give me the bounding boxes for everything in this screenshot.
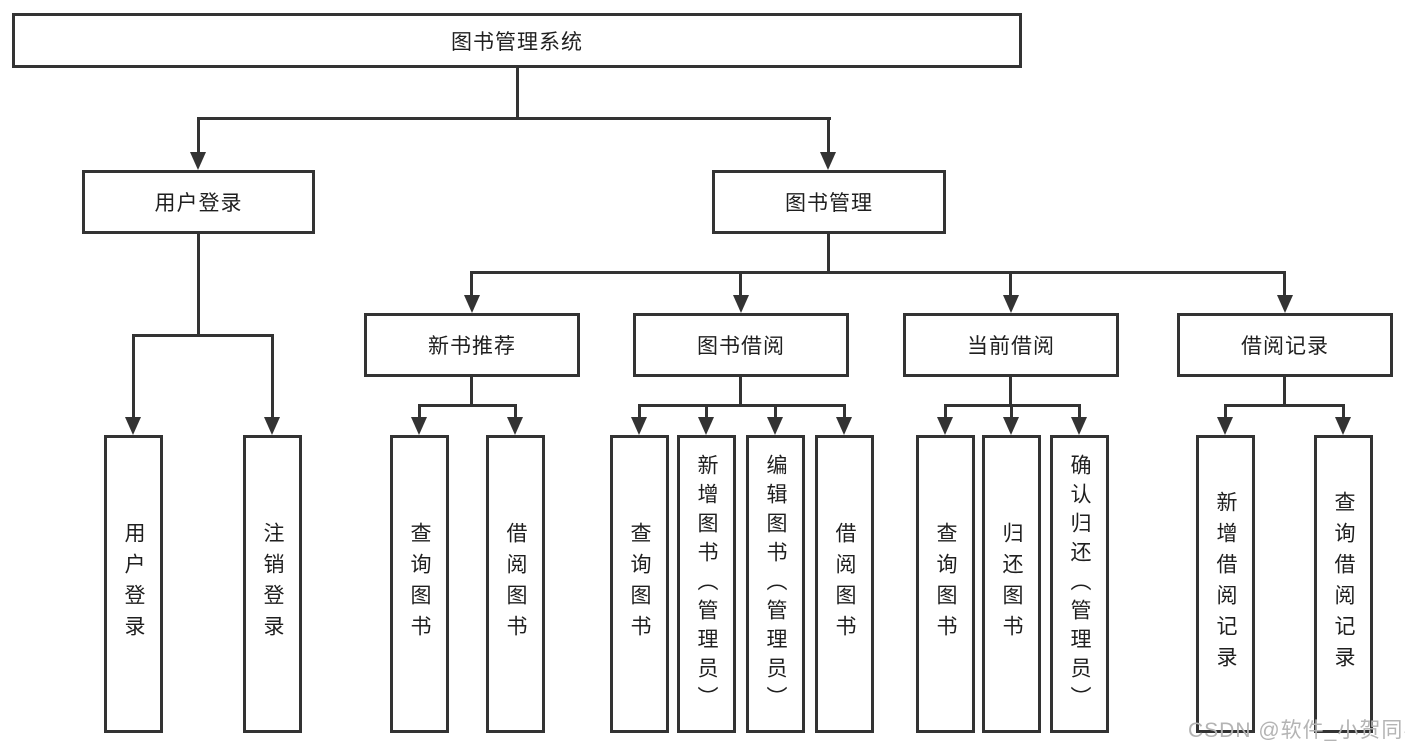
leaf-query-books-recommend: 查询图书: [390, 435, 449, 733]
leaf-confirm-return-admin-label: 确认归还（管理员）: [1068, 453, 1091, 715]
connector-line: [774, 404, 777, 420]
node-user-login: 用户登录: [82, 170, 315, 234]
leaf-add-book-admin: 新增图书（管理员）: [677, 435, 736, 733]
node-book-management: 图书管理: [712, 170, 946, 234]
node-root-label: 图书管理系统: [451, 30, 583, 54]
connector-line: [1224, 404, 1345, 407]
leaf-add-book-admin-label: 新增图书（管理员）: [695, 453, 718, 715]
connector-line: [418, 404, 421, 420]
node-book-management-label: 图书管理: [785, 192, 873, 215]
connector-line: [470, 377, 473, 407]
arrowhead-down-icon: [190, 152, 206, 170]
arrowhead-down-icon: [125, 417, 141, 435]
leaf-user-login: 用户登录: [104, 435, 163, 733]
arrowhead-down-icon: [1003, 417, 1019, 435]
node-borrowing-records-label: 借阅记录: [1241, 335, 1329, 358]
node-user-login-label: 用户登录: [154, 192, 243, 215]
connector-line: [418, 404, 517, 407]
leaf-add-borrow-record: 新增借阅记录: [1196, 435, 1255, 733]
connector-line: [827, 234, 830, 274]
leaf-query-books-current: 查询图书: [916, 435, 975, 733]
node-new-book-recommend: 新书推荐: [364, 313, 580, 377]
arrowhead-down-icon: [937, 417, 953, 435]
arrowhead-down-icon: [1217, 417, 1233, 435]
arrowhead-down-icon: [698, 417, 714, 435]
connector-line: [197, 234, 200, 337]
connector-line: [1009, 271, 1012, 298]
arrowhead-down-icon: [820, 152, 836, 170]
connector-line: [1224, 404, 1227, 420]
node-current-borrowing: 当前借阅: [903, 313, 1119, 377]
node-book-borrowing-label: 图书借阅: [697, 335, 785, 358]
leaf-borrow-books-label: 借阅图书: [833, 522, 856, 646]
csdn-watermark: CSDN @软件_小贺同学: [1188, 719, 1405, 742]
connector-line: [705, 404, 708, 420]
connector-line: [516, 68, 519, 119]
connector-line: [638, 404, 846, 407]
leaf-user-login-label: 用户登录: [122, 522, 145, 646]
arrowhead-down-icon: [264, 417, 280, 435]
arrowhead-down-icon: [1003, 295, 1019, 313]
connector-line: [132, 334, 135, 420]
leaf-logout-label: 注销登录: [261, 522, 284, 646]
connector-line: [1283, 377, 1286, 407]
connector-line: [197, 117, 200, 155]
connector-line: [1078, 404, 1081, 420]
connector-line: [1342, 404, 1345, 420]
leaf-logout: 注销登录: [243, 435, 302, 733]
connector-line: [470, 271, 1286, 274]
arrowhead-down-icon: [1335, 417, 1351, 435]
node-book-borrowing: 图书借阅: [633, 313, 849, 377]
leaf-query-borrow-record: 查询借阅记录: [1314, 435, 1373, 733]
arrowhead-down-icon: [631, 417, 647, 435]
leaf-borrow-books-recommend-label: 借阅图书: [504, 522, 527, 646]
connector-line: [944, 404, 947, 420]
connector-line: [1010, 404, 1013, 420]
node-root: 图书管理系统: [12, 13, 1022, 68]
leaf-query-books-borrowing-label: 查询图书: [628, 522, 651, 646]
arrowhead-down-icon: [767, 417, 783, 435]
arrowhead-down-icon: [507, 417, 523, 435]
node-current-borrowing-label: 当前借阅: [967, 335, 1055, 358]
connector-line: [514, 404, 517, 420]
leaf-add-borrow-record-label: 新增借阅记录: [1214, 491, 1237, 677]
leaf-edit-book-admin: 编辑图书（管理员）: [746, 435, 805, 733]
leaf-return-book: 归还图书: [982, 435, 1041, 733]
node-new-book-recommend-label: 新书推荐: [428, 335, 516, 358]
arrowhead-down-icon: [411, 417, 427, 435]
connector-line: [827, 117, 830, 155]
leaf-query-books-borrowing: 查询图书: [610, 435, 669, 733]
connector-line: [843, 404, 846, 420]
leaf-confirm-return-admin: 确认归还（管理员）: [1050, 435, 1109, 733]
arrowhead-down-icon: [464, 295, 480, 313]
connector-line: [1283, 271, 1286, 298]
connector-line: [638, 404, 641, 420]
leaf-query-books-current-label: 查询图书: [934, 522, 957, 646]
connector-line: [470, 271, 473, 298]
arrowhead-down-icon: [733, 295, 749, 313]
connector-line: [271, 334, 274, 420]
arrowhead-down-icon: [1071, 417, 1087, 435]
leaf-edit-book-admin-label: 编辑图书（管理员）: [764, 453, 787, 715]
leaf-query-borrow-record-label: 查询借阅记录: [1332, 491, 1355, 677]
node-borrowing-records: 借阅记录: [1177, 313, 1393, 377]
leaf-borrow-books: 借阅图书: [815, 435, 874, 733]
connector-line: [739, 377, 742, 407]
leaf-query-books-recommend-label: 查询图书: [408, 522, 431, 646]
arrowhead-down-icon: [836, 417, 852, 435]
arrowhead-down-icon: [1277, 295, 1293, 313]
leaf-return-book-label: 归还图书: [1000, 522, 1023, 646]
connector-line: [197, 117, 831, 120]
leaf-borrow-books-recommend: 借阅图书: [486, 435, 545, 733]
connector-line: [739, 271, 742, 298]
connector-line: [1009, 377, 1012, 407]
connector-line: [132, 334, 274, 337]
